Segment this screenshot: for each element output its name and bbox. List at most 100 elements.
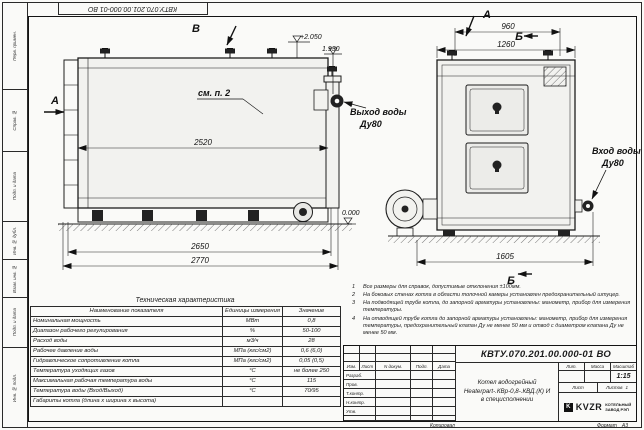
tech-cell-name: Максимальная рабочая температура воды	[30, 376, 223, 387]
see-note-callout: см. п. 2	[198, 88, 230, 98]
water-outlet-leader	[343, 101, 367, 109]
doc-number: КВТУ.070.201.00.000-01 ВО	[456, 346, 636, 363]
dim-960: 960	[501, 22, 515, 31]
outlet-nozzle	[313, 89, 329, 111]
margin-cell: Взам. инв. №	[2, 260, 27, 298]
tech-cell-name: Диапазон рабочего регулирования	[30, 326, 223, 337]
lit-label: Лит.	[559, 363, 585, 371]
col-list: Лист	[359, 362, 376, 371]
note-number: 3	[352, 300, 356, 307]
elev-0000: 0.000	[342, 210, 360, 217]
tech-header-value: Значение	[282, 306, 341, 317]
tech-cell-value: 0,8	[282, 316, 341, 327]
flue-stub	[327, 66, 337, 77]
sheets-label: Листов	[606, 385, 623, 390]
scale-value: 1:15	[611, 371, 636, 383]
sheets-cell: Листов 1	[598, 383, 636, 393]
notes: 1 Все размеры для справок, допустимые от…	[352, 284, 634, 338]
sig-prov: Пров.	[344, 380, 376, 389]
tech-cell-units	[222, 396, 283, 407]
fan-duct	[422, 198, 438, 220]
flue-opening-hatched	[543, 66, 567, 87]
sheet-row: Лист Листов 1	[559, 383, 636, 393]
sig-razrab: Разраб.	[344, 371, 376, 380]
format-field: Формат А3	[597, 423, 628, 429]
view-a-marker-top: А	[482, 9, 491, 21]
tech-header-row: Наименование показателя Единицы измерени…	[30, 306, 341, 317]
elev-1930: 1.930	[322, 46, 340, 53]
sig-utv: Утв.	[344, 407, 376, 416]
tech-header-units: Единицы измерения	[222, 306, 283, 317]
mass-value	[585, 371, 611, 383]
copied-label: Копировал	[430, 423, 455, 429]
sheet-inner-frame	[28, 16, 637, 422]
margin-cell: Справ. №	[2, 90, 27, 152]
tech-table-title: Техническая характеристика	[135, 297, 235, 304]
side-view-dimensions	[62, 145, 339, 270]
kvzr-logo-icon: K	[563, 402, 573, 412]
tech-cell-units: МПа (кгс/см2)	[222, 346, 283, 357]
tech-cell-name: Расход воды	[30, 336, 223, 347]
note-text: На подводящей трубе котла, до запорной а…	[363, 300, 631, 314]
margin-cell: Перв. примен.	[2, 2, 27, 90]
tech-cell-name: Номинальная мощность	[30, 316, 223, 327]
top-valve	[543, 50, 553, 61]
tech-cell-value: 0,6 (6,0)	[282, 346, 341, 357]
tech-cell-units: м3/ч	[222, 336, 283, 347]
tech-cell-value: 28	[282, 336, 341, 347]
section-b-marker-bottom: Б	[507, 275, 515, 287]
water-outlet-dn: Ду80	[359, 119, 382, 129]
tech-row: Диапазон рабочего регулирования%50-100	[30, 326, 341, 337]
side-view	[58, 48, 352, 231]
sig-row: Разраб.	[344, 371, 455, 380]
margin-cell: Инв. № дубл.	[2, 222, 27, 260]
drawing-title-line: Котел водогрейный	[477, 379, 537, 387]
fan-support	[396, 227, 414, 237]
technical-characteristics: Техническая характеристика Наименование …	[30, 297, 341, 407]
title-block-main: КВТУ.070.201.00.000-01 ВО Котел водогрей…	[456, 346, 636, 421]
note-text: На боковых стенах котла в области топочн…	[363, 292, 620, 299]
lit-value	[559, 371, 585, 383]
tech-cell-name: Габариты котла (длина х ширина х высота)	[30, 396, 223, 407]
note-text: На отводящей трубе котла до запорной арм…	[363, 315, 628, 336]
kvzr-logo-text: KVZR	[575, 402, 603, 412]
boiler-body-side	[77, 57, 329, 209]
tech-header-name: Наименование показателя	[30, 306, 223, 317]
sheet-label: Лист	[559, 383, 598, 393]
tech-cell-units: МПа (кгс/см2)	[222, 356, 283, 367]
water-inlet-leader	[591, 169, 607, 200]
sig-row	[344, 416, 455, 421]
sig-row: Н.контр.	[344, 398, 455, 407]
revision-row	[344, 346, 455, 354]
tech-table: Наименование показателя Единицы измерени…	[30, 306, 341, 407]
sheets-value: 1	[625, 385, 628, 390]
dim-1260: 1260	[497, 40, 515, 49]
boiler-base	[77, 207, 329, 223]
col-data: Дата	[433, 362, 455, 371]
top-stub	[100, 48, 110, 59]
title-block: Изм. Лист N докум. Подп. Дата Разраб. Пр…	[343, 345, 637, 422]
col-docnum: N докум.	[375, 362, 412, 371]
scale-label: Масштаб	[611, 364, 636, 371]
drawing-title-line: в специсполнении	[480, 396, 534, 404]
tech-cell-units: °С	[222, 376, 283, 387]
sig-row: Т.контр.	[344, 389, 455, 398]
side-ladder	[63, 59, 79, 209]
tech-cell-value: не более 250	[282, 366, 341, 377]
mass-label: Масса	[585, 363, 611, 371]
tech-cell-value	[282, 396, 341, 407]
revision-header-row: Изм. Лист N докум. Подп. Дата	[344, 362, 455, 371]
lit-mass-scale-header: Лит. Масса Масштаб	[559, 363, 636, 371]
water-outlet-label: Выход воды	[350, 107, 407, 117]
note-number: 4	[352, 315, 356, 322]
elevation-marks	[288, 35, 356, 225]
